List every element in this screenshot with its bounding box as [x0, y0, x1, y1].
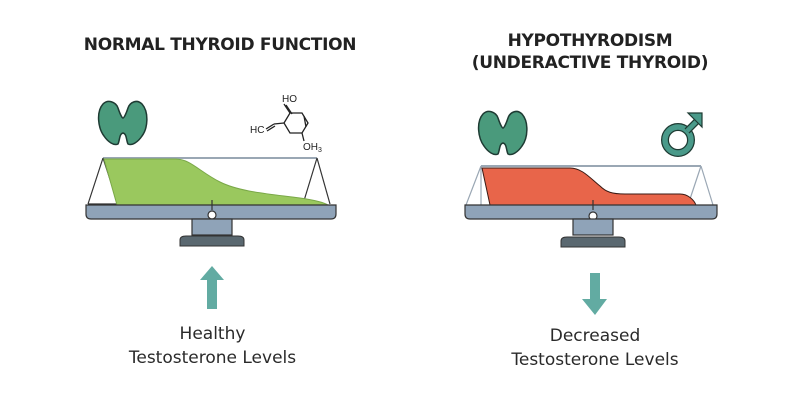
normal-panel-title: NORMAL THYROID FUNCTION — [60, 34, 380, 56]
arrow-down-icon — [582, 273, 607, 315]
thyroid-icon — [97, 100, 148, 146]
hypo-panel — [464, 110, 718, 315]
hypo-title-line-1: HYPOTHYRODISM — [507, 31, 673, 51]
male-symbol-icon — [661, 112, 703, 157]
molecule-label-oh3: OH3 — [303, 142, 322, 154]
normal-title-line-1: NORMAL THYROID FUNCTION — [83, 35, 357, 55]
normal-scale-stand — [191, 218, 233, 236]
thyroid-icon — [477, 110, 528, 156]
hypo-caption-line-1: Decreased — [549, 326, 641, 346]
normal-panel: HO HC OH3 — [85, 94, 337, 309]
hypo-caption-line-2: Testosterone Levels — [511, 350, 679, 370]
hypo-caption: Decreased Testosterone Levels — [480, 324, 710, 372]
normal-caption-line-1: Healthy — [179, 324, 246, 344]
normal-caption: Healthy Testosterone Levels — [100, 322, 325, 370]
hypo-panel-title: HYPOTHYRODISM (UNDERACTIVE THYROID) — [440, 30, 740, 74]
molecule-icon — [265, 103, 309, 142]
molecule-label-ho: HO — [282, 94, 297, 105]
normal-caption-line-2: Testosterone Levels — [128, 348, 297, 368]
arrow-up-icon — [200, 266, 224, 309]
hypo-scale-stand — [572, 218, 614, 236]
normal-scale-base — [179, 235, 245, 247]
normal-pivot-icon — [207, 210, 217, 220]
hypo-testosterone-fill — [481, 167, 697, 206]
molecule-label-hc: HC — [250, 125, 264, 136]
hypo-scale-strings — [465, 165, 714, 206]
hypo-title-line-2: (UNDERACTIVE THYROID) — [471, 53, 709, 73]
hypo-scale-base — [560, 236, 626, 248]
normal-testosterone-fill — [103, 158, 330, 206]
